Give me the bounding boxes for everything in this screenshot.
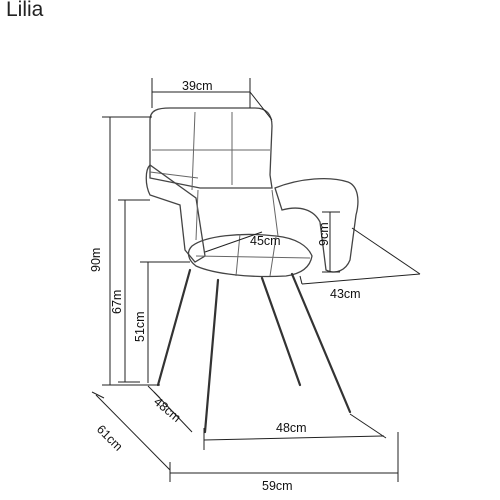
- label-arm-height: 67m: [110, 290, 124, 314]
- chair-right-armrest: [274, 178, 359, 273]
- label-total-height: 90m: [89, 248, 103, 272]
- label-seat-height: 51cm: [133, 311, 147, 342]
- label-arm-width: 43cm: [330, 287, 361, 301]
- label-overall-width: 59cm: [262, 479, 293, 493]
- product-title: Lilia: [6, 0, 44, 21]
- chair-leg-back-left: [156, 268, 192, 387]
- seat-seams: [195, 233, 311, 277]
- label-armrest-height: 9cm: [317, 222, 331, 246]
- label-overall-depth: 61cm: [94, 422, 126, 454]
- backrest-seams: [149, 111, 270, 191]
- dimension-lines: [91, 78, 421, 482]
- label-base-width: 48cm: [276, 421, 307, 435]
- label-seat-depth-base: 48cm: [151, 395, 183, 425]
- chair-leg-back-right: [260, 276, 302, 387]
- label-seat-depth: 45cm: [250, 234, 281, 248]
- chair-left-arm: [145, 164, 206, 263]
- label-backrest-width: 39cm: [182, 79, 213, 93]
- backrest-inner: [195, 189, 279, 241]
- chair-illustration: [145, 107, 359, 434]
- chair-leg-front-left: [203, 278, 220, 434]
- chair-leg-front-right: [290, 272, 352, 414]
- chair-backrest: [149, 107, 273, 189]
